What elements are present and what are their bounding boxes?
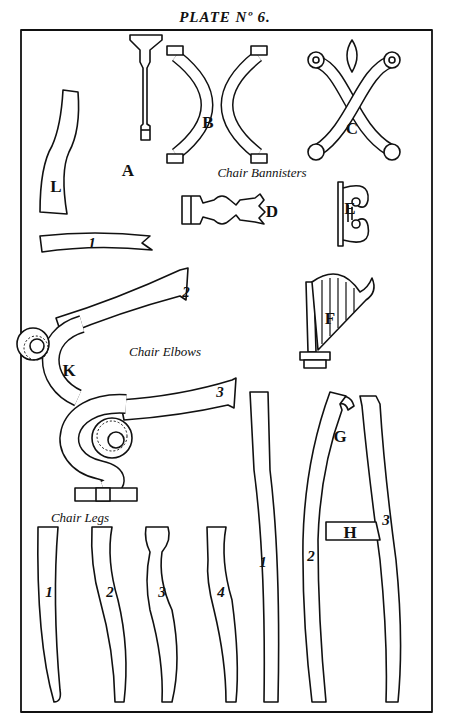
part-letter: C xyxy=(346,120,358,137)
group-caption: Chair Legs xyxy=(51,511,109,524)
part-letter: 1 xyxy=(45,585,53,600)
part-letter: L xyxy=(50,178,61,195)
part-letter: F xyxy=(325,310,335,327)
part-letter: 1 xyxy=(88,236,96,251)
part-letter: E xyxy=(344,200,355,217)
part-letter: 1 xyxy=(259,555,267,570)
part-letter: A xyxy=(122,162,134,179)
group-caption: Chair Elbows xyxy=(129,345,201,358)
plate-title: PLATE Nº 6. xyxy=(179,9,271,26)
part-letter: 2 xyxy=(182,285,190,300)
part-letter: 3 xyxy=(158,585,166,600)
part-letter: G xyxy=(333,428,346,445)
part-letter: 3 xyxy=(216,385,224,400)
part-letter: H xyxy=(343,524,356,541)
part-letter: 2 xyxy=(307,549,315,564)
part-letter: 3 xyxy=(382,513,390,528)
part-letter: 4 xyxy=(217,585,225,600)
part-letter: K xyxy=(62,362,75,379)
part-letter: D xyxy=(266,203,278,220)
group-caption: Chair Bannisters xyxy=(217,166,306,179)
part-letter: B xyxy=(202,114,213,131)
part-letter: 2 xyxy=(106,585,114,600)
